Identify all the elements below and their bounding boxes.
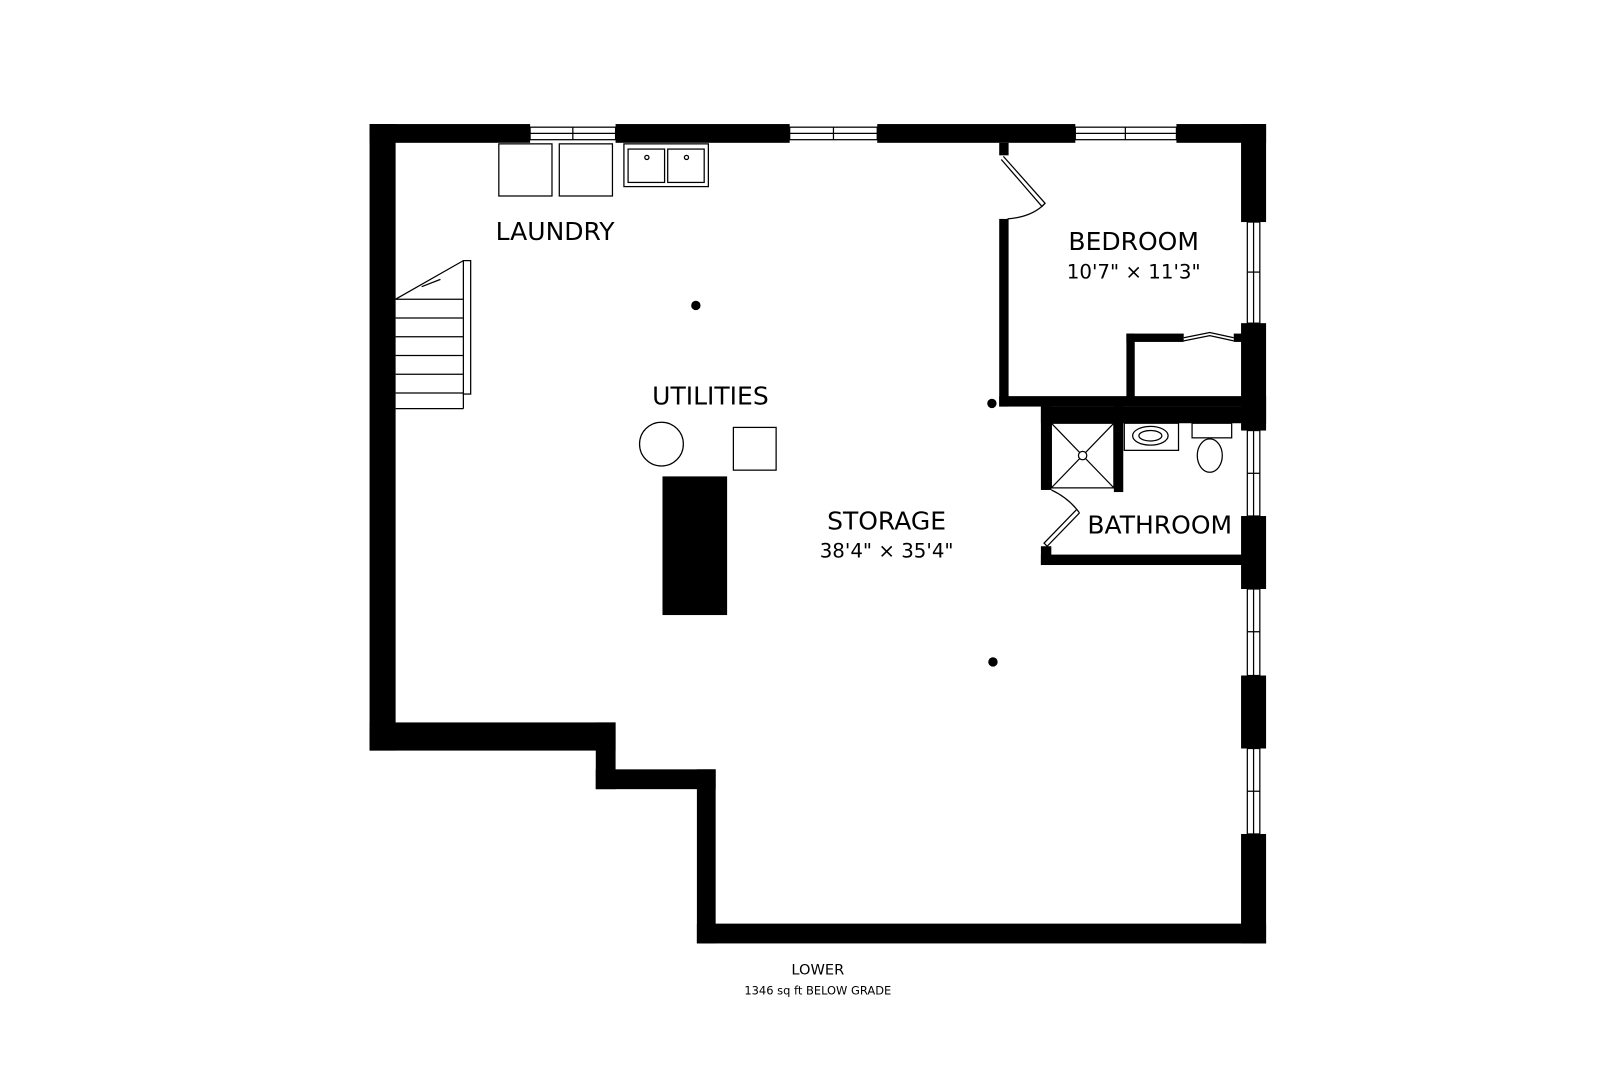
room-label-utilities: UTILITIES xyxy=(652,381,769,410)
windows xyxy=(529,126,1261,835)
room-label-laundry: LAUNDRY xyxy=(496,217,616,246)
laundry-sink-icon xyxy=(623,143,709,188)
floor-area: 1346 sq ft BELOW GRADE xyxy=(744,984,891,998)
toilet-icon xyxy=(1191,422,1233,439)
utility-block xyxy=(662,476,728,616)
exterior-walls xyxy=(369,124,1267,944)
interior-walls xyxy=(999,142,1267,566)
room-label-storage: STORAGE xyxy=(827,507,946,536)
room-label-bedroom: BEDROOM xyxy=(1068,227,1199,256)
stairs-icon xyxy=(395,259,472,410)
washer-icon xyxy=(498,143,553,197)
shower-icon xyxy=(1050,422,1115,489)
support-posts xyxy=(691,300,998,667)
room-dims-bedroom: 10'7" × 11'3" xyxy=(1067,260,1201,283)
dryer-icon xyxy=(558,143,614,197)
water-heater-icon xyxy=(638,421,684,467)
bathroom-sink-icon xyxy=(1123,422,1180,451)
fixtures xyxy=(395,143,1233,489)
room-dims-storage: 38'4" × 35'4" xyxy=(820,540,954,563)
furnace-icon xyxy=(732,426,777,471)
doors xyxy=(1000,155,1234,548)
floor-name: LOWER xyxy=(791,962,844,979)
room-label-bathroom: BATHROOM xyxy=(1087,511,1232,540)
